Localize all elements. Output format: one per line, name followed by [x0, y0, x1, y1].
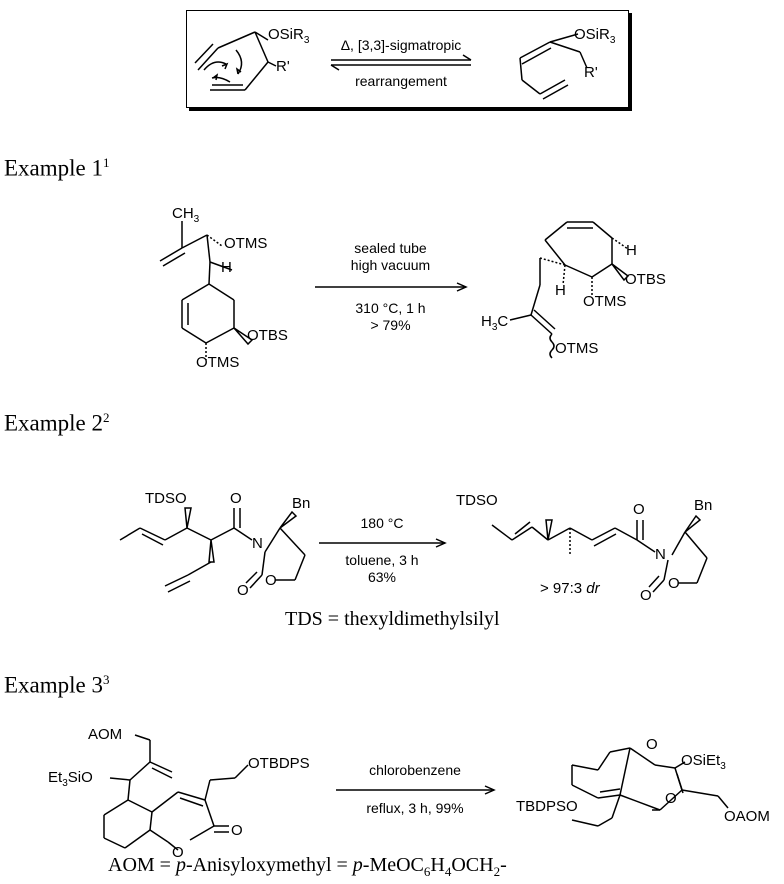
ex1-h: H [221, 259, 232, 276]
ex1-ch3: CH3 [172, 205, 200, 225]
ex3-product-tbdpso: TBDPSO [516, 798, 578, 815]
ex1-product-otms: OTMS [583, 293, 627, 310]
ex2-o1: O [230, 490, 242, 507]
ex2-product-n: N [655, 546, 666, 563]
example3-heading: Example 33 [4, 672, 110, 698]
scheme-product-osir3: OSiR3 [574, 26, 616, 46]
scheme-reactant-osir3: OSiR3 [268, 26, 310, 46]
ex3-o-carb: O [231, 822, 243, 839]
example2-reactant [119, 507, 306, 593]
ex2-product-bn: Bn [694, 497, 713, 514]
ex1-conditions-bottom: 310 °C, 1 h > 79% [355, 300, 426, 333]
example1-product [509, 221, 630, 359]
ex1-product-otms2: OTMS [555, 340, 599, 357]
example3-arrow [336, 785, 496, 795]
ex3-product-osiet3: OSiEt3 [681, 752, 726, 772]
example1-arrow [315, 282, 468, 292]
ex1-product-otbs: OTBS [625, 271, 666, 288]
scheme-equilibrium-arrows [330, 54, 472, 71]
scheme-reactant [194, 31, 277, 91]
scheme-reactant-r: R' [276, 58, 290, 75]
ex1-product-h2: H [555, 282, 566, 299]
scheme-arrow-top-text: Δ, [3,3]-sigmatropic [340, 37, 462, 53]
ex2-footnote: TDS = thexyldimethylsilyl [285, 608, 500, 630]
example2-heading: Example 22 [4, 410, 110, 436]
ex3-conditions-top: chlorobenzene [369, 762, 461, 778]
ex3-et3sio: Et3SiO [48, 769, 93, 789]
scheme-arrow-bottom-text: rearrangement [355, 73, 447, 89]
ex2-dr: > 97:3 dr [540, 580, 600, 597]
ex2-o-ring: O [265, 572, 277, 589]
ex3-conditions-bottom: reflux, 3 h, 99% [366, 800, 464, 816]
scheme-product [519, 33, 588, 100]
ex1-otbs: OTBS [247, 327, 288, 344]
ex3-footnote: AOM = p-Anisyloxymethyl = p-MeOC6H4OCH2- [108, 854, 507, 879]
ex1-conditions-top: sealed tube high vacuum [350, 240, 431, 273]
ex3-otbdps: OTBDPS [248, 755, 310, 772]
ex1-product-h3c: H3C [481, 313, 509, 333]
example1-heading: Example 11 [4, 155, 110, 181]
scheme-product-r: R' [584, 64, 598, 81]
ex1-otms-top: OTMS [224, 235, 268, 252]
ex3-aom: AOM [88, 726, 123, 743]
ex2-product-o1: O [633, 501, 645, 518]
ex2-tdso: TDSO [145, 490, 187, 507]
ex2-conditions-bottom: toluene, 3 h 63% [345, 552, 419, 585]
example3-reactant [103, 734, 249, 851]
ex2-n: N [252, 535, 263, 552]
ex2-product-tdso: TDSO [456, 492, 498, 509]
example2-product [491, 514, 708, 593]
example3-product [571, 747, 729, 827]
example2-arrow [319, 538, 447, 548]
example1-reactant [159, 221, 254, 360]
ex2-product-o-carb: O [640, 587, 652, 604]
ex1-otms-bottom: OTMS [196, 354, 240, 371]
ex2-bn: Bn [292, 495, 311, 512]
ex3-o-ring: O [172, 844, 184, 861]
ex2-product-o-ring: O [668, 575, 680, 592]
ex2-conditions-top: 180 °C [360, 515, 404, 531]
ex3-product-o: O [665, 790, 677, 807]
ex1-product-h: H [626, 242, 637, 259]
ex3-product-oaom: OAOM [724, 808, 770, 825]
ex3-product-o-top: O [646, 736, 658, 753]
ex2-o-carb: O [237, 582, 249, 599]
